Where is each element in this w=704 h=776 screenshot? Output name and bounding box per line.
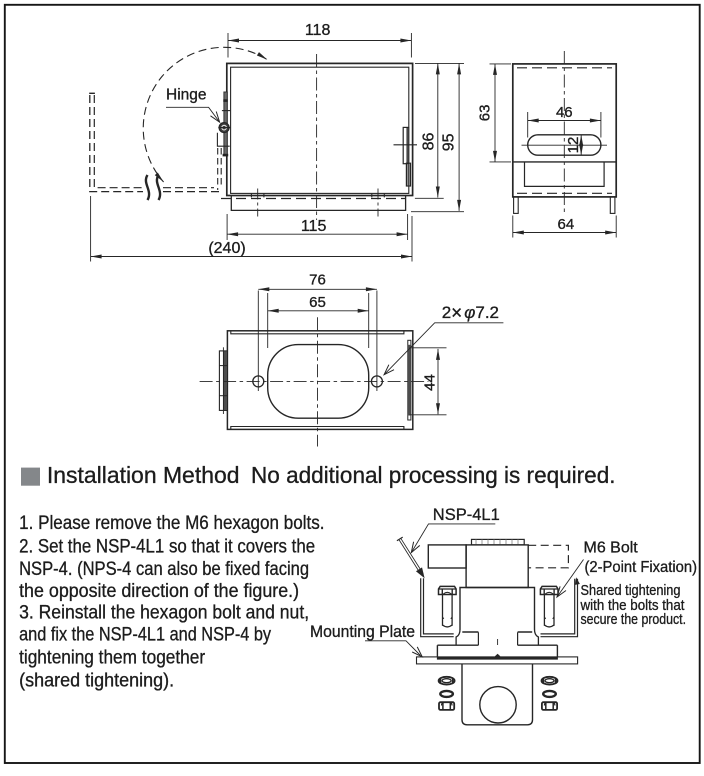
svg-text:Mounting Plate: Mounting Plate <box>310 623 415 641</box>
svg-text:64: 64 <box>558 216 575 233</box>
svg-text:76: 76 <box>309 272 326 289</box>
svg-text:44: 44 <box>421 374 438 391</box>
svg-text:Shared tightening: Shared tightening <box>581 583 681 599</box>
svg-text:with the bolts that: with the bolts that <box>580 598 685 614</box>
svg-text:tightening them together: tightening them together <box>19 648 206 669</box>
svg-text:2. Set the NSP-4L1 so that it: 2. Set the NSP-4L1 so that it covers the <box>19 537 315 558</box>
svg-text:(shared tightening).: (shared tightening). <box>19 670 174 691</box>
svg-text:Hinge: Hinge <box>166 87 207 104</box>
svg-text:46: 46 <box>556 104 573 121</box>
svg-text:No additional processing is re: No additional processing is required. <box>251 462 616 488</box>
svg-text:NSP-4L1: NSP-4L1 <box>433 506 500 524</box>
svg-text:secure the product.: secure the product. <box>581 612 687 628</box>
svg-text:(240): (240) <box>208 240 245 257</box>
svg-text:63: 63 <box>476 105 493 122</box>
svg-text:1. Please remove the M6 hexago: 1. Please remove the M6 hexagon bolts. <box>19 513 324 534</box>
svg-text:12: 12 <box>565 137 582 154</box>
svg-text:65: 65 <box>309 294 326 311</box>
svg-text:the opposite direction of the: the opposite direction of the figure.) <box>19 581 299 602</box>
svg-text:M6 Bolt: M6 Bolt <box>584 540 639 557</box>
svg-text:86: 86 <box>420 133 437 151</box>
svg-text:Installation Method: Installation Method <box>47 462 240 488</box>
svg-text:3. Reinstall the hexagon bolt: 3. Reinstall the hexagon bolt and nut, <box>19 603 309 624</box>
svg-text:115: 115 <box>301 218 327 235</box>
svg-text:2×φ7.2: 2×φ7.2 <box>442 303 499 324</box>
svg-text:NSP-4. (NPS-4 can also be fixe: NSP-4. (NPS-4 can also be fixed facing <box>19 559 309 580</box>
svg-text:95: 95 <box>441 133 458 151</box>
svg-text:(2-Point Fixation): (2-Point Fixation) <box>585 559 698 576</box>
svg-text:and fix the NSP-4L1 and NSP-4: and fix the NSP-4L1 and NSP-4 by <box>19 625 271 646</box>
svg-text:118: 118 <box>305 22 331 39</box>
